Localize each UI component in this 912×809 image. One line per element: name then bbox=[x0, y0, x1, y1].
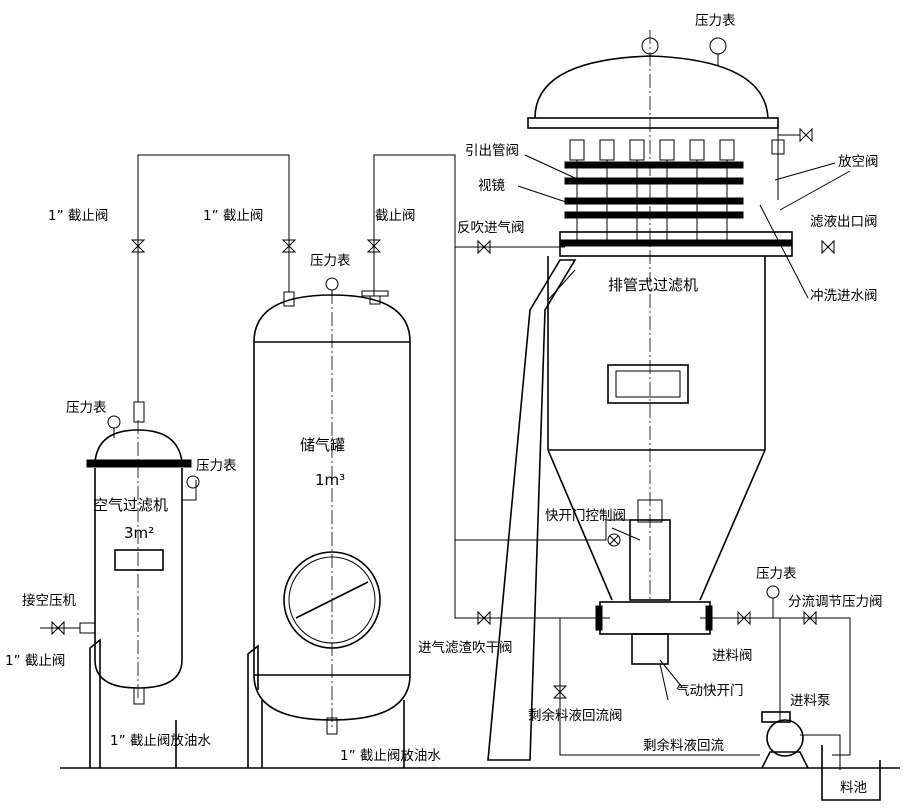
piping bbox=[137, 154, 851, 770]
valve-icon-1 bbox=[130, 239, 146, 253]
label-feed-valve: 进料阀 bbox=[712, 648, 753, 664]
quick-door-control-valve-icon bbox=[607, 533, 621, 547]
label-storage-tank-volume: 1m³ bbox=[315, 471, 345, 489]
feed-pressure-gauge bbox=[766, 585, 780, 618]
label-cake-blow-dry-valve: 进气滤渣吹干阀 bbox=[418, 640, 513, 656]
label-residue-return: 剩余料液回流 bbox=[643, 737, 724, 754]
valve-icon-2 bbox=[281, 239, 297, 253]
storage-tank-vessel bbox=[247, 290, 411, 768]
label-flush-water-valve: 冲洗进水阀 bbox=[810, 288, 878, 304]
air-filter-top-gauge bbox=[107, 415, 121, 438]
tube-filter-vessel bbox=[527, 30, 800, 701]
valve-icon-feed bbox=[737, 610, 751, 626]
label-pressure-gauge-air-filter-top: 压力表 bbox=[66, 400, 107, 416]
label-outlet-valve: 引出管阀 bbox=[465, 143, 519, 159]
label-quick-door-control-valve: 快开门控制阀 bbox=[545, 508, 626, 524]
feed-pump bbox=[761, 711, 809, 769]
label-tube-filter: 排管式过滤机 bbox=[608, 276, 698, 294]
filter-tube-array bbox=[564, 139, 744, 240]
label-bypass-pressure-valve: 分流调节压力阀 bbox=[788, 594, 883, 610]
valve-icon-vent bbox=[799, 127, 813, 143]
air-filter-vessel bbox=[40, 401, 200, 768]
valve-icon-bypass bbox=[803, 610, 817, 626]
label-pneumatic-quick-door: 气动快开门 bbox=[676, 683, 744, 699]
label-feed-tank: 料池 bbox=[840, 780, 867, 796]
label-sight-glass: 视镜 bbox=[478, 178, 505, 194]
label-residue-return-valve: 剩余料液回流阀 bbox=[528, 707, 623, 724]
filter-top-gauge bbox=[709, 37, 727, 66]
compressor-valve-icon bbox=[51, 620, 65, 636]
label-vent-valve: 放空阀 bbox=[838, 154, 879, 170]
filter-inlet-chute bbox=[487, 259, 577, 761]
label-drain-valve-tank: 1” 截止阀放油水 bbox=[340, 748, 441, 764]
label-air-filter-name: 空气过滤机 bbox=[93, 496, 168, 514]
label-compressor-valve: 1” 截止阀 bbox=[5, 653, 65, 669]
leader-lines bbox=[517, 154, 851, 688]
valve-icon-3 bbox=[366, 239, 382, 253]
storage-tank-gauge bbox=[325, 277, 339, 296]
label-filtrate-outlet-valve: 滤液出口阀 bbox=[810, 214, 878, 230]
valve-icon-residue bbox=[552, 685, 568, 699]
valve-icon-filtrate bbox=[821, 239, 835, 255]
label-back-blow-valve: 反吹进气阀 bbox=[457, 220, 525, 236]
valve-icon-back-blow bbox=[477, 239, 491, 255]
valve-icon-blow-dry bbox=[477, 610, 491, 626]
label-pressure-gauge-tank-top: 压力表 bbox=[310, 253, 351, 269]
label-air-filter-top-valve: 1” 截止阀 bbox=[48, 208, 108, 224]
label-air-compressor: 接空压机 bbox=[22, 592, 76, 609]
label-pressure-gauge-filter-top: 压力表 bbox=[695, 13, 736, 29]
feed-tank bbox=[821, 745, 881, 801]
label-drain-valve-air-filter: 1” 截止阀放油水 bbox=[110, 733, 211, 749]
label-tank-top-valve-right: 截止阀 bbox=[375, 208, 416, 224]
label-air-filter-area: 3m² bbox=[124, 524, 154, 542]
label-feed-pump: 进料泵 bbox=[790, 693, 831, 709]
label-tank-top-valve-left: 1” 截止阀 bbox=[203, 208, 263, 224]
label-pressure-gauge-feed: 压力表 bbox=[756, 566, 797, 582]
label-storage-tank: 储气罐 bbox=[300, 436, 345, 454]
label-pressure-gauge-air-filter-side: 压力表 bbox=[196, 458, 237, 474]
